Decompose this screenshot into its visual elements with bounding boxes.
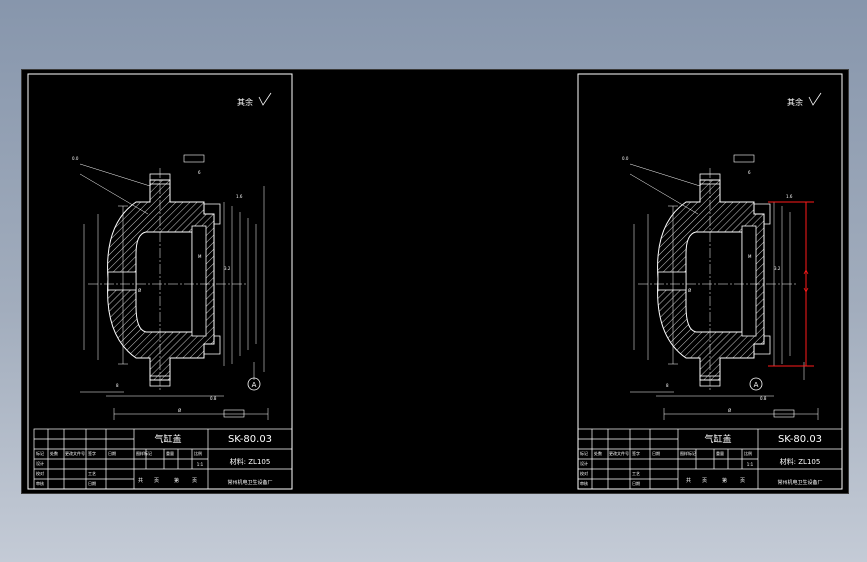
svg-text:处数: 处数	[594, 450, 602, 456]
part-name: 气缸盖	[154, 433, 181, 445]
company-name: 常州机电卫生设备厂	[227, 479, 272, 486]
material-label: 材料: ZL105	[230, 457, 271, 466]
part-name: 气缸盖	[704, 433, 731, 445]
svg-text:工艺: 工艺	[632, 471, 640, 476]
svg-text:签字: 签字	[88, 450, 96, 456]
svg-text:日期: 日期	[632, 480, 640, 486]
svg-text:0.8: 0.8	[760, 396, 767, 401]
title-block	[33, 428, 293, 490]
roughness-symbol-icon	[258, 92, 272, 106]
svg-text:0.0: 0.0	[72, 156, 79, 161]
datum-a-marker: A	[749, 377, 763, 391]
svg-text:页: 页	[702, 478, 707, 484]
svg-text:3.2: 3.2	[224, 266, 231, 271]
svg-text:0.8: 0.8	[210, 396, 217, 401]
svg-text:共: 共	[686, 477, 691, 484]
dimension-lines	[79, 163, 269, 420]
svg-text:重量: 重量	[166, 450, 174, 456]
sheet-info: 共页 第页	[138, 477, 197, 484]
svg-text:比例: 比例	[194, 450, 202, 456]
svg-text:页: 页	[154, 478, 159, 484]
svg-text:3.2: 3.2	[774, 266, 781, 271]
cylinder-cover-section	[638, 168, 798, 392]
boss-hole	[657, 271, 687, 291]
svg-text:工艺: 工艺	[88, 471, 96, 476]
svg-text:8: 8	[666, 383, 669, 388]
roughness-note: 其余	[787, 97, 803, 107]
selected-dimension[interactable]	[768, 201, 814, 367]
svg-text:M: M	[748, 254, 752, 259]
svg-text:M: M	[198, 254, 202, 259]
title-block	[577, 428, 843, 490]
svg-text:日期: 日期	[108, 450, 116, 456]
cylinder-cover-section	[88, 168, 248, 392]
inner-cavity	[685, 231, 743, 333]
title-block-labels: 标记处数 更改文件号签字 日期设计 校对审核 工艺日期 图样标记重量 比例	[580, 450, 752, 486]
svg-text:日期: 日期	[88, 480, 96, 486]
svg-text:页: 页	[740, 478, 745, 484]
svg-text:6: 6	[748, 170, 751, 175]
inner-cavity	[135, 231, 193, 333]
drawing-canvas[interactable]: 其余	[22, 70, 848, 493]
cad-viewport[interactable]: 其余	[21, 69, 849, 494]
svg-text:第: 第	[722, 477, 727, 484]
bore-face	[191, 225, 207, 337]
drawing-number: SK-80.03	[228, 434, 272, 445]
svg-text:共: 共	[138, 477, 143, 484]
svg-text:1.6: 1.6	[786, 194, 793, 199]
svg-text:审核: 审核	[580, 480, 588, 486]
svg-text:审核: 审核	[36, 480, 44, 486]
svg-text:标记: 标记	[580, 450, 588, 456]
title-block-labels: 标记处数 更改文件号签字 日期设计 校对审核 工艺日期 图样标记重量 比例	[36, 450, 202, 486]
drawing-sheet-left: 其余	[27, 73, 293, 490]
svg-text:更改文件号: 更改文件号	[609, 450, 629, 456]
svg-text:第: 第	[174, 477, 179, 484]
svg-text:重量: 重量	[716, 450, 724, 456]
scale-value: 1:1	[197, 462, 204, 467]
datum-a-marker: A	[247, 377, 261, 391]
svg-text:日期: 日期	[652, 450, 660, 456]
svg-text:更改文件号: 更改文件号	[65, 450, 85, 456]
material-label: 材料: ZL105	[780, 457, 821, 466]
svg-text:0.0: 0.0	[622, 156, 629, 161]
svg-text:页: 页	[192, 478, 197, 484]
svg-text:Ø: Ø	[728, 408, 731, 413]
svg-text:标记: 标记	[36, 450, 44, 456]
roughness-note: 其余	[237, 97, 253, 107]
bore-face	[741, 225, 757, 337]
svg-text:比例: 比例	[744, 450, 752, 456]
roughness-symbol-icon	[808, 92, 822, 106]
svg-text:1.6: 1.6	[236, 194, 243, 199]
svg-text:Ø: Ø	[138, 288, 141, 293]
svg-text:图样标记: 图样标记	[680, 450, 696, 456]
svg-text:设计: 设计	[580, 460, 588, 466]
svg-text:A: A	[252, 381, 257, 389]
svg-text:Ø: Ø	[178, 408, 181, 413]
svg-text:校对: 校对	[36, 470, 44, 476]
svg-text:6: 6	[198, 170, 201, 175]
drawing-sheet-right: 其余	[577, 73, 843, 490]
svg-text:设计: 设计	[36, 460, 44, 466]
svg-text:8: 8	[116, 383, 119, 388]
svg-text:校对: 校对	[580, 470, 588, 476]
svg-text:A: A	[754, 381, 759, 389]
dimension-lines	[629, 163, 819, 420]
scale-value: 1:1	[747, 462, 754, 467]
svg-text:签字: 签字	[632, 450, 640, 456]
boss-hole	[107, 271, 137, 291]
svg-text:Ø: Ø	[688, 288, 691, 293]
svg-text:处数: 处数	[50, 450, 58, 456]
sheet-info: 共页 第页	[686, 477, 745, 484]
company-name: 常州机电卫生设备厂	[777, 479, 822, 486]
svg-text:图样标记: 图样标记	[136, 450, 152, 456]
drawing-number: SK-80.03	[778, 434, 822, 445]
